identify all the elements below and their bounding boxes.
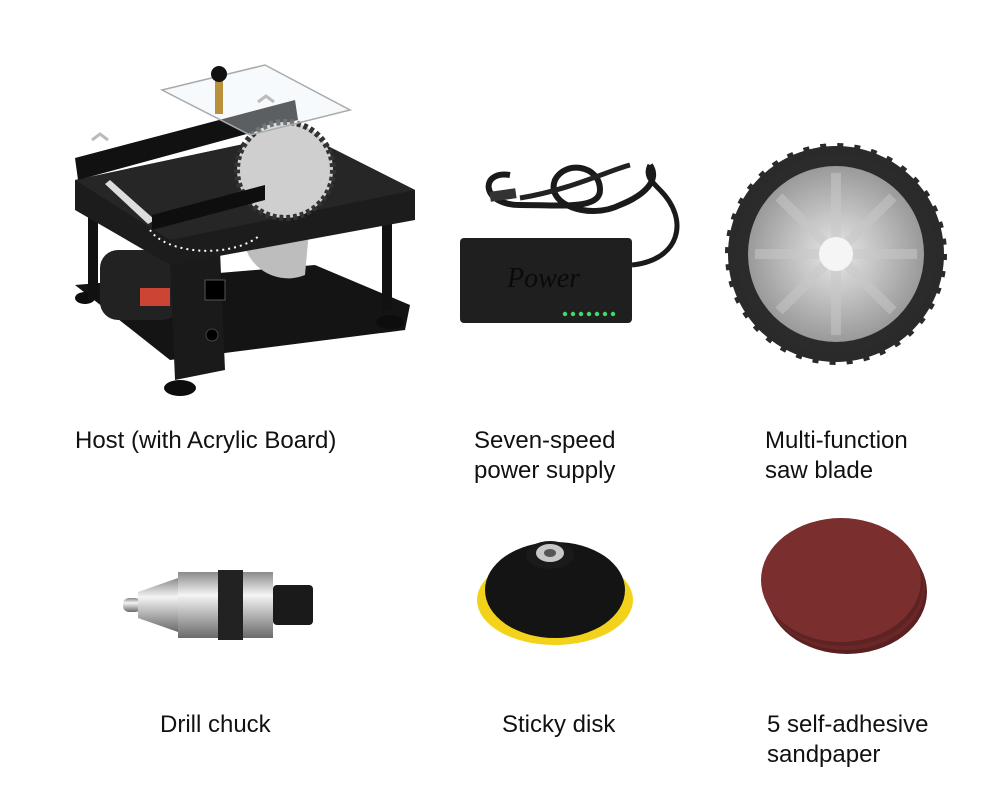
saw-blade-icon — [725, 143, 947, 365]
drill-chuck-icon — [123, 570, 313, 640]
label-line: Seven-speed — [474, 427, 616, 454]
label-line: Drill chuck — [160, 711, 271, 738]
item-label-sticky-disk: Sticky disk — [502, 710, 615, 740]
product-image-saw-blade — [725, 143, 947, 365]
label-line: Multi-function — [765, 427, 908, 454]
label-line: 5 self-adhesive — [767, 711, 929, 738]
product-image-drill-chuck — [118, 560, 328, 650]
product-image-host — [60, 60, 430, 410]
item-label-saw-blade: Multi-function saw blade — [765, 426, 908, 486]
product-image-power-supply: Power — [450, 150, 700, 330]
label-line: Host (with Acrylic Board) — [75, 427, 337, 454]
item-label-host: Host (with Acrylic Board) — [75, 426, 336, 456]
label-line: power supply — [474, 457, 616, 484]
item-label-sandpaper: 5 self-adhesive sandpaper — [767, 710, 928, 770]
power-brand-text: Power — [506, 263, 580, 294]
label-line: Sticky disk — [502, 711, 616, 738]
sandpaper-icon — [761, 518, 927, 654]
label-line: saw blade — [765, 457, 874, 484]
power-adapter-icon: Power — [460, 162, 680, 323]
product-image-sticky-disk — [475, 520, 635, 650]
label-line: sandpaper — [767, 741, 881, 768]
product-image-sandpaper — [755, 510, 935, 660]
table-saw-icon — [75, 64, 415, 396]
item-label-power-supply: Seven-speed power supply — [474, 426, 615, 486]
item-label-drill-chuck: Drill chuck — [160, 710, 271, 740]
sticky-disk-icon — [477, 541, 633, 645]
